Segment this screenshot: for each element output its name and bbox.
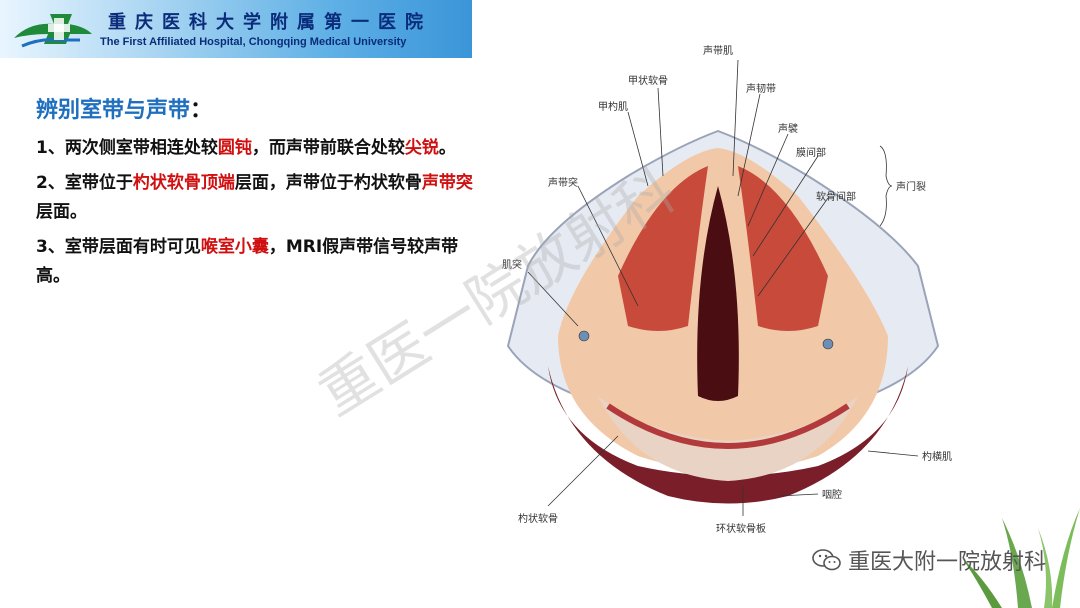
hospital-name-cn: 重庆医科大学附属第一医院 xyxy=(108,12,432,33)
right-vocal-muscle-shape xyxy=(738,166,828,331)
label-vocal-process: 声带突 xyxy=(548,176,578,189)
label-cricoid: 环状软骨板 xyxy=(716,522,766,535)
point-3-text-a: 3、室带层面有时可见 xyxy=(36,237,201,257)
account-watermark: 重医大附一院放射科 xyxy=(812,544,1046,576)
point-2-emphasis-b: 声带突 xyxy=(421,173,473,193)
label-muscle: 肌突 xyxy=(502,258,522,271)
label-transverse-arytenoid: 杓横肌 xyxy=(922,450,952,463)
point-2: 2、室带位于杓状软骨顶端层面，声带位于杓状软骨声带突层面。 xyxy=(36,169,476,227)
point-1-text-c: 。 xyxy=(438,138,456,158)
label-vocalis: 声带肌 xyxy=(703,44,733,57)
account-name: 重医大附一院放射科 xyxy=(847,550,1046,575)
label-thyroid-cartilage: 甲状软骨 xyxy=(628,74,668,87)
hospital-logo-icon xyxy=(14,14,92,48)
header-banner: 重庆医科大学附属第一医院 The First Affiliated Hospit… xyxy=(0,0,472,58)
glottis-opening-shape xyxy=(697,186,739,401)
point-2-text-b: 层面，声带位于杓状软骨 xyxy=(234,173,422,193)
left-vocal-muscle-shape xyxy=(618,166,708,331)
point-1-text-b: ，而声带前联合处较 xyxy=(251,138,405,158)
label-intercartilaginous: 软骨间部 xyxy=(816,190,856,203)
label-arytenoid: 杓状软骨 xyxy=(518,512,558,525)
point-1-emphasis-a: 圆钝 xyxy=(217,138,252,158)
label-vocal-fold: 声襞 xyxy=(778,122,798,135)
point-3-text-b: ，MRI假声带信号较声带高。 xyxy=(36,237,459,286)
label-vocal-ligament: 声韧带 xyxy=(746,82,776,95)
pharyngeal-wall-shape xyxy=(548,366,908,504)
point-2-emphasis-a: 杓状软骨顶端 xyxy=(132,173,235,193)
point-1: 1、两次侧室带相连处较圆钝，而声带前联合处较尖锐。 xyxy=(36,134,476,163)
cricoid-arc-shape xyxy=(598,396,858,481)
point-2-text-c: 层面。 xyxy=(36,202,87,222)
point-2-text-a: 2、室带位于 xyxy=(36,173,133,193)
slide-title-text: 辨别室带与声带 xyxy=(36,98,191,123)
point-1-text-a: 1、两次侧室带相连处较 xyxy=(36,138,218,158)
point-1-emphasis-b: 尖锐 xyxy=(404,138,439,158)
bamboo-leaves-decoration xyxy=(962,508,1080,608)
slide-title-colon: ： xyxy=(190,98,213,123)
label-glottis: 声门裂 xyxy=(896,180,926,193)
point-3-emphasis-a: 喉室小囊 xyxy=(200,237,269,257)
label-thyroarytenoid: 甲杓肌 xyxy=(598,100,628,113)
larynx-cross-section-diagram: 声带肌 甲状软骨 甲杓肌 声韧带 声襞 膜间部 声门裂 声带突 软骨间部 肌突 … xyxy=(502,44,952,535)
label-pharynx: 咽腔 xyxy=(822,488,842,501)
points-list: 1、两次侧室带相连处较圆钝，而声带前联合处较尖锐。 2、室带位于杓状软骨顶端层面… xyxy=(36,134,476,297)
point-3: 3、室带层面有时可见喉室小囊，MRI假声带信号较声带高。 xyxy=(36,233,476,291)
hospital-name-en: The First Affiliated Hospital, Chongqing… xyxy=(100,36,407,48)
slide-title: 辨别室带与声带： xyxy=(36,92,212,124)
label-intermembranous: 膜间部 xyxy=(796,146,826,159)
wechat-icon xyxy=(812,549,841,571)
